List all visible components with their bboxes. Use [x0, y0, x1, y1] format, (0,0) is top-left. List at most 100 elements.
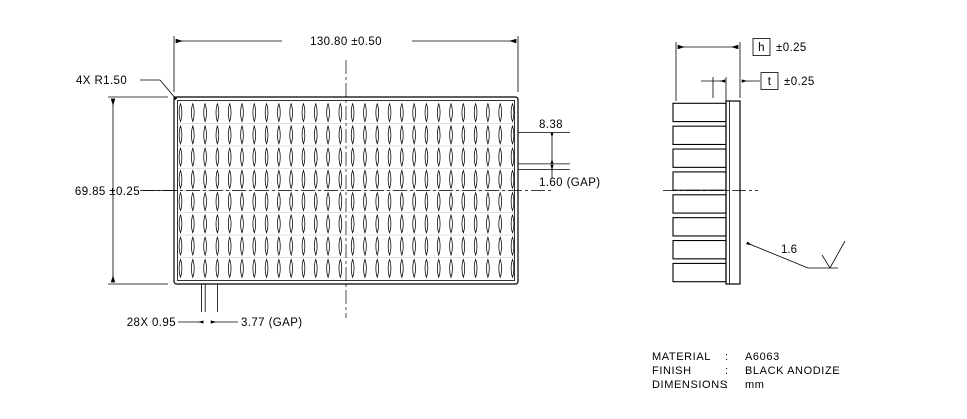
pin-fin: [424, 147, 429, 168]
pin-fin: [510, 147, 515, 168]
pin-fin: [252, 102, 257, 123]
pin-fin: [510, 124, 515, 145]
corner-radius-note: 4X R1.50: [76, 75, 178, 101]
pin-fin: [240, 236, 244, 257]
side-view-fin: [672, 217, 727, 237]
pin-fin: [227, 213, 232, 234]
corner-radius-leader-arrow: [159, 79, 178, 101]
pin-fin: [387, 124, 392, 145]
pin-fin: [277, 258, 281, 279]
pin-fin: [215, 258, 220, 279]
pin-fin: [338, 191, 343, 212]
pin-fin: [436, 213, 441, 234]
pin-fin: [461, 191, 466, 212]
pin-fin: [289, 102, 293, 123]
h-symbol-text: h: [758, 42, 765, 54]
pin-fin: [363, 236, 367, 257]
pin-fin: [363, 102, 367, 123]
pin-fin: [215, 169, 220, 190]
pin-fin: [227, 258, 232, 279]
t-symbol-box: [760, 72, 779, 90]
pin-fin: [191, 147, 195, 168]
pin-fin: [264, 236, 269, 257]
surface-finish-callout: 1.6: [746, 240, 846, 269]
pin-fin: [375, 169, 379, 190]
pin-fin: [412, 191, 416, 212]
pin-fin: [412, 169, 416, 190]
pin-fin: [314, 191, 318, 212]
fin-width-dimension: 28X 0.95 3.77 (GAP): [127, 284, 302, 329]
pin-fin: [301, 124, 306, 145]
pin-fin: [301, 147, 306, 168]
pin-fin: [178, 236, 183, 257]
pin-fin: [338, 147, 343, 168]
pin-fin: [449, 169, 453, 190]
pin-fin: [363, 147, 367, 168]
pin-fin: [314, 169, 318, 190]
pin-fin: [289, 236, 293, 257]
pin-fin: [473, 236, 478, 257]
pin-fin: [461, 147, 466, 168]
pin-fin: [326, 102, 330, 123]
pin-fin: [461, 102, 466, 123]
pin-fin: [252, 169, 257, 190]
pin-fin: [400, 147, 404, 168]
pin-fin: [473, 124, 478, 145]
pin-fin: [387, 169, 392, 190]
pin-fin: [424, 191, 429, 212]
pin-fin: [473, 191, 478, 212]
pin-fin: [473, 147, 478, 168]
pin-fin: [215, 213, 220, 234]
pin-fin: [387, 258, 392, 279]
pin-fin: [191, 258, 195, 279]
pin-fin: [424, 258, 429, 279]
note-sep-2: :: [725, 379, 729, 391]
pin-fin: [178, 124, 183, 145]
pin-fin: [375, 102, 379, 123]
pin-fin: [203, 213, 207, 234]
pin-fin: [277, 169, 281, 190]
pin-fin: [350, 124, 355, 145]
pin-fin: [252, 124, 257, 145]
side-view-fin: [672, 262, 727, 283]
pin-fin: [289, 213, 293, 234]
pin-fin: [277, 236, 281, 257]
pin-fin: [498, 169, 502, 190]
pin-fin: [436, 147, 441, 168]
pin-fin: [449, 258, 453, 279]
row-pitch-text: 8.38: [539, 119, 563, 131]
pin-fin: [240, 258, 244, 279]
pin-fin: [486, 213, 490, 234]
pin-fin: [191, 236, 195, 257]
pin-fin: [277, 102, 281, 123]
pin-fin: [252, 258, 257, 279]
pin-fin: [301, 236, 306, 257]
pin-fin: [227, 124, 232, 145]
pin-fin: [363, 213, 367, 234]
pin-fin: [338, 102, 343, 123]
pin-fin: [510, 213, 515, 234]
pin-fin: [375, 236, 379, 257]
pin-fin: [510, 169, 515, 190]
pin-fin: [350, 236, 355, 257]
pin-fin: [277, 147, 281, 168]
fin-width-text: 28X 0.95: [127, 317, 176, 329]
pin-fin: [387, 102, 392, 123]
row-gap-text: 1.60 (GAP): [539, 177, 601, 189]
pin-fin: [178, 147, 183, 168]
pin-fin: [498, 102, 502, 123]
pin-fin: [215, 124, 220, 145]
pin-fin: [240, 147, 244, 168]
pin-fin: [498, 124, 502, 145]
pin-fin: [436, 169, 441, 190]
pin-fin: [289, 169, 293, 190]
side-view-fin: [672, 239, 727, 260]
pin-fin: [350, 213, 355, 234]
pin-fin: [363, 169, 367, 190]
pin-fin: [277, 191, 281, 212]
pin-fin: [203, 236, 207, 257]
side-view-base-plate: [725, 100, 741, 285]
t-tolerance-text: ±0.25: [784, 76, 815, 88]
pin-fin: [240, 124, 244, 145]
pin-fin: [400, 258, 404, 279]
